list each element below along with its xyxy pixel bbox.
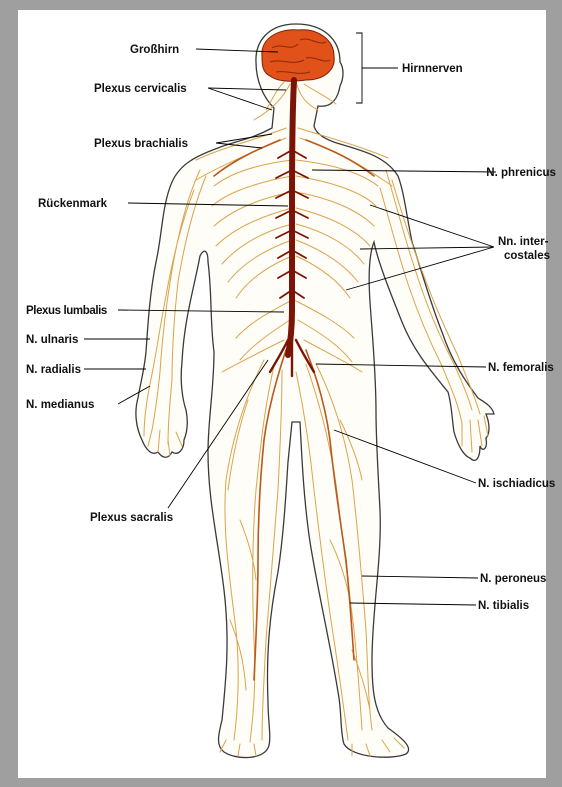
label-n-tibialis: N. tibialis bbox=[478, 600, 529, 612]
label-nn-intercostales-1: Nn. inter- bbox=[498, 236, 549, 248]
label-n-radialis: N. radialis bbox=[26, 364, 81, 376]
brain bbox=[262, 30, 334, 81]
bracket-hirnnerven bbox=[356, 33, 398, 103]
label-plexus-brachialis: Plexus brachialis bbox=[94, 138, 188, 150]
label-n-peroneus: N. peroneus bbox=[480, 573, 546, 585]
label-plexus-cervicalis: Plexus cervicalis bbox=[94, 83, 187, 95]
label-nn-intercostales-2: costales bbox=[504, 250, 550, 262]
label-n-ulnaris: N. ulnaris bbox=[26, 334, 78, 346]
label-plexus-sacralis: Plexus sacralis bbox=[90, 512, 173, 524]
label-n-femoralis: N. femoralis bbox=[488, 362, 554, 374]
label-n-ischiadicus: N. ischiadicus bbox=[478, 478, 555, 490]
label-plexus-lumbalis: Plexus lumbalis bbox=[26, 305, 107, 317]
label-grosshirn: Großhirn bbox=[130, 44, 179, 56]
leader-n-peroneus bbox=[362, 576, 478, 578]
label-n-medianus: N. medianus bbox=[26, 399, 94, 411]
label-hirnnerven: Hirnnerven bbox=[402, 63, 463, 75]
label-n-phrenicus: N. phrenicus bbox=[486, 167, 556, 179]
label-rueckenmark: Rückenmark bbox=[38, 198, 108, 210]
